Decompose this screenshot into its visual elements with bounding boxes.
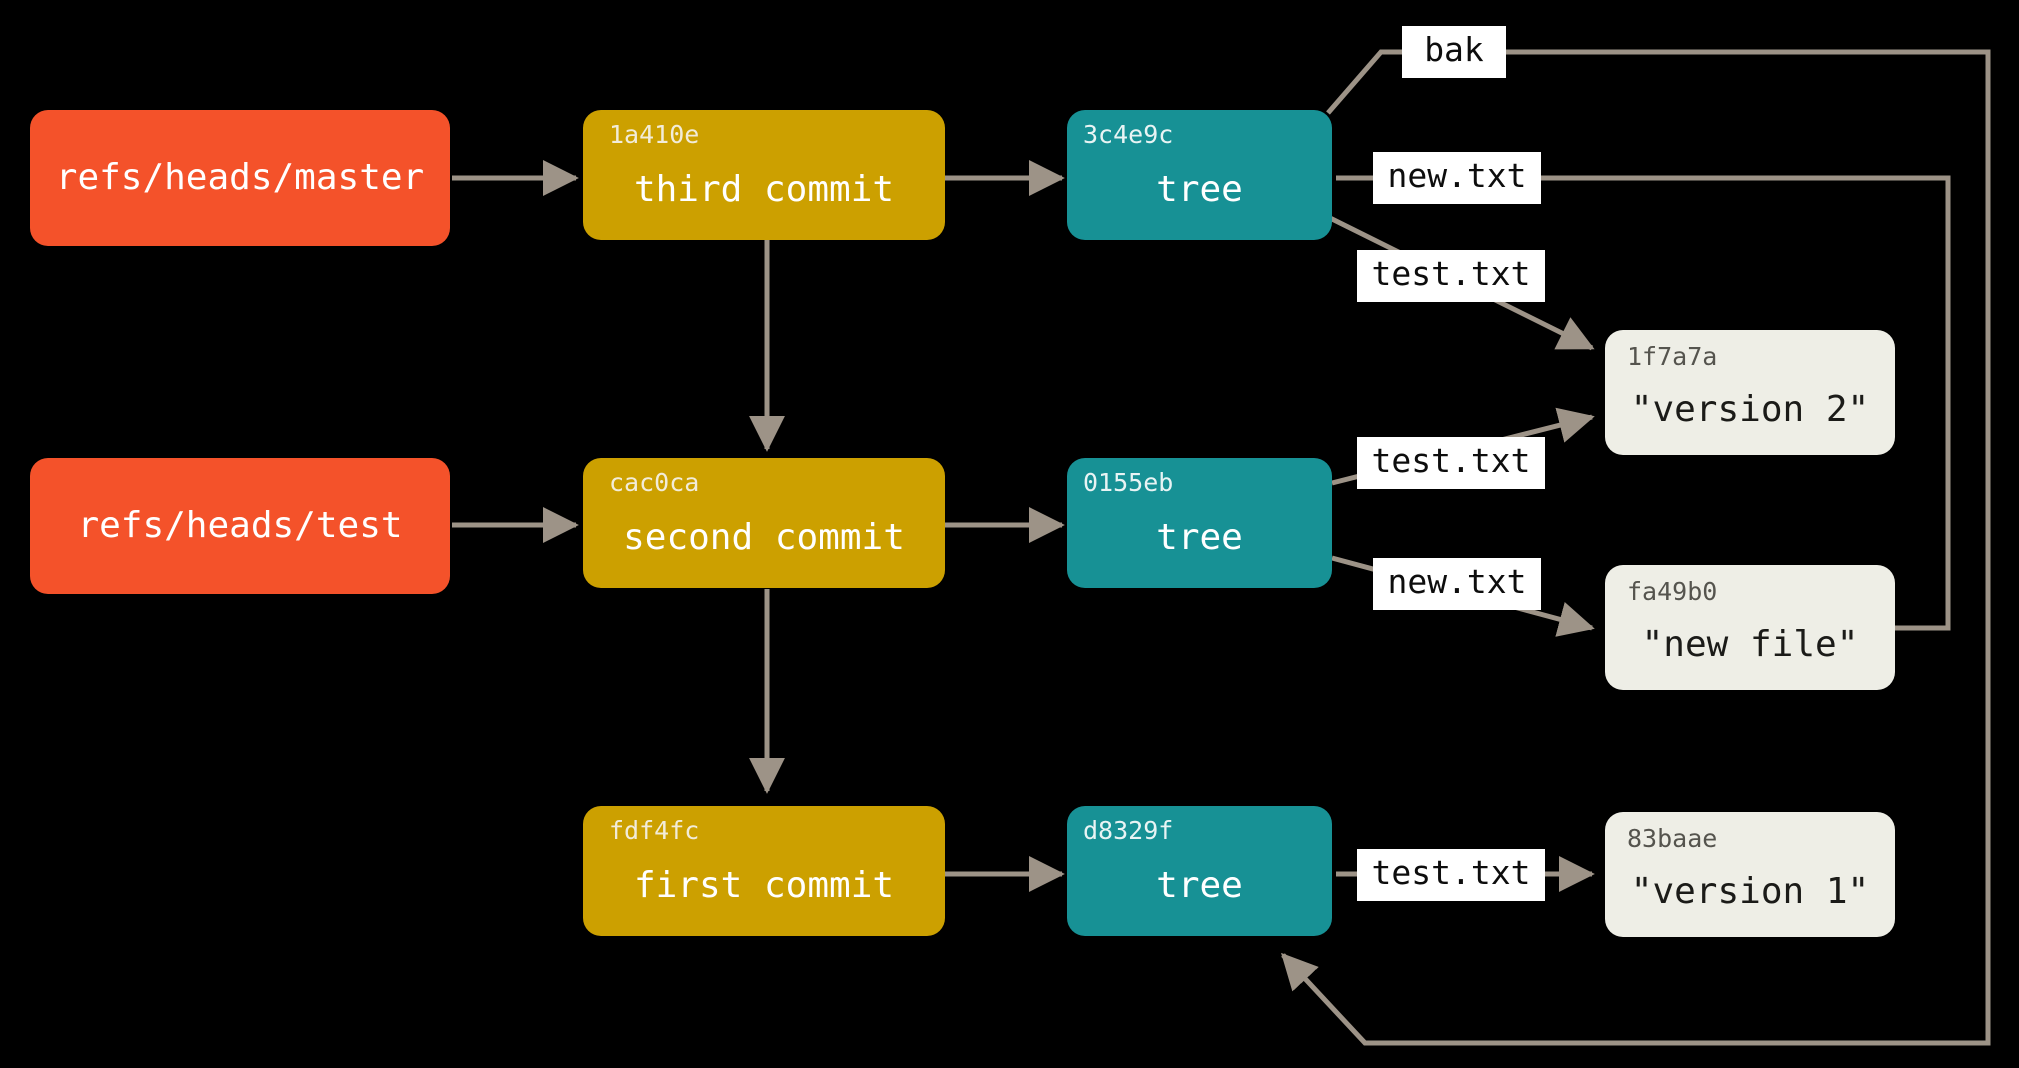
node-hash: 3c4e9c [1083, 120, 1174, 149]
node-tree-first[interactable]: d8329f tree [1067, 806, 1332, 936]
node-blob-version-2[interactable]: 1f7a7a "version 2" [1605, 330, 1895, 455]
node-hash: 1f7a7a [1627, 342, 1718, 371]
edge-label-new-txt-top: new.txt [1373, 152, 1541, 204]
edge-label-bak: bak [1402, 26, 1506, 78]
edge-label-test-txt-bottom: test.txt [1357, 849, 1545, 901]
edge-label-test-txt-top: test.txt [1357, 250, 1545, 302]
node-hash: d8329f [1083, 816, 1174, 845]
node-commit-second[interactable]: cac0ca second commit [583, 458, 945, 588]
edge-label-test-txt-mid: test.txt [1357, 437, 1545, 489]
node-label: second commit [623, 517, 905, 558]
node-hash: fdf4fc [609, 816, 700, 845]
node-label: "version 2" [1630, 389, 1870, 430]
node-hash: 1a410e [609, 120, 700, 149]
node-blob-new-file[interactable]: fa49b0 "new file" [1605, 565, 1895, 690]
node-label: refs/heads/test [77, 505, 403, 546]
node-hash: 83baae [1627, 824, 1718, 853]
node-label: tree [1156, 169, 1243, 210]
node-label: tree [1156, 865, 1243, 906]
node-hash: cac0ca [609, 468, 700, 497]
node-tree-third[interactable]: 3c4e9c tree [1067, 110, 1332, 240]
edge-bak [1281, 49, 1991, 1046]
node-hash: fa49b0 [1627, 577, 1718, 606]
node-label: "new file" [1641, 624, 1859, 665]
node-hash: 0155eb [1083, 468, 1174, 497]
node-ref-heads-master[interactable]: refs/heads/master [30, 110, 450, 246]
node-label: refs/heads/master [55, 157, 425, 198]
node-label: tree [1156, 517, 1243, 558]
node-tree-second[interactable]: 0155eb tree [1067, 458, 1332, 588]
node-label: first commit [633, 865, 895, 906]
node-blob-version-1[interactable]: 83baae "version 1" [1605, 812, 1895, 937]
node-commit-first[interactable]: fdf4fc first commit [583, 806, 945, 936]
node-commit-third[interactable]: 1a410e third commit [583, 110, 945, 240]
edge-label-new-txt-mid: new.txt [1373, 558, 1541, 610]
node-label: third commit [633, 169, 895, 210]
node-label: "version 1" [1630, 871, 1870, 912]
node-ref-heads-test[interactable]: refs/heads/test [30, 458, 450, 594]
